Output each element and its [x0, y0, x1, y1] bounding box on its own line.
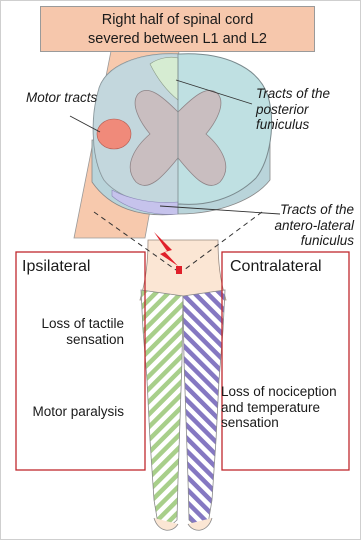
right-leg-contralateral	[183, 290, 225, 528]
pelvis-shape	[140, 240, 226, 300]
label-ipsilateral: Ipsilateral	[22, 258, 90, 276]
motor-tract	[97, 119, 131, 149]
left-leg-ipsilateral	[141, 290, 183, 528]
label-motor-paralysis: Motor paralysis	[18, 404, 124, 420]
lesion-mark	[176, 266, 182, 274]
label-contralateral: Contralateral	[230, 258, 322, 276]
label-motor-tracts: Motor tracts	[26, 90, 106, 106]
label-posterior-funiculus: Tracts of the posterior funiculus	[256, 86, 356, 133]
label-nociception-loss: Loss of nociception and temperature sens…	[221, 384, 349, 431]
title-line-2: severed between L1 and L2	[41, 30, 314, 49]
label-anterolateral-funiculus: Tracts of the antero-lateral funiculus	[246, 202, 354, 249]
ipsilateral-box	[16, 252, 145, 470]
contralateral-box	[222, 252, 349, 470]
label-tactile-loss: Loss of tactile sensation	[18, 316, 124, 347]
title-box: Right half of spinal cord severed betwee…	[40, 6, 315, 52]
title-line-1: Right half of spinal cord	[41, 11, 314, 30]
